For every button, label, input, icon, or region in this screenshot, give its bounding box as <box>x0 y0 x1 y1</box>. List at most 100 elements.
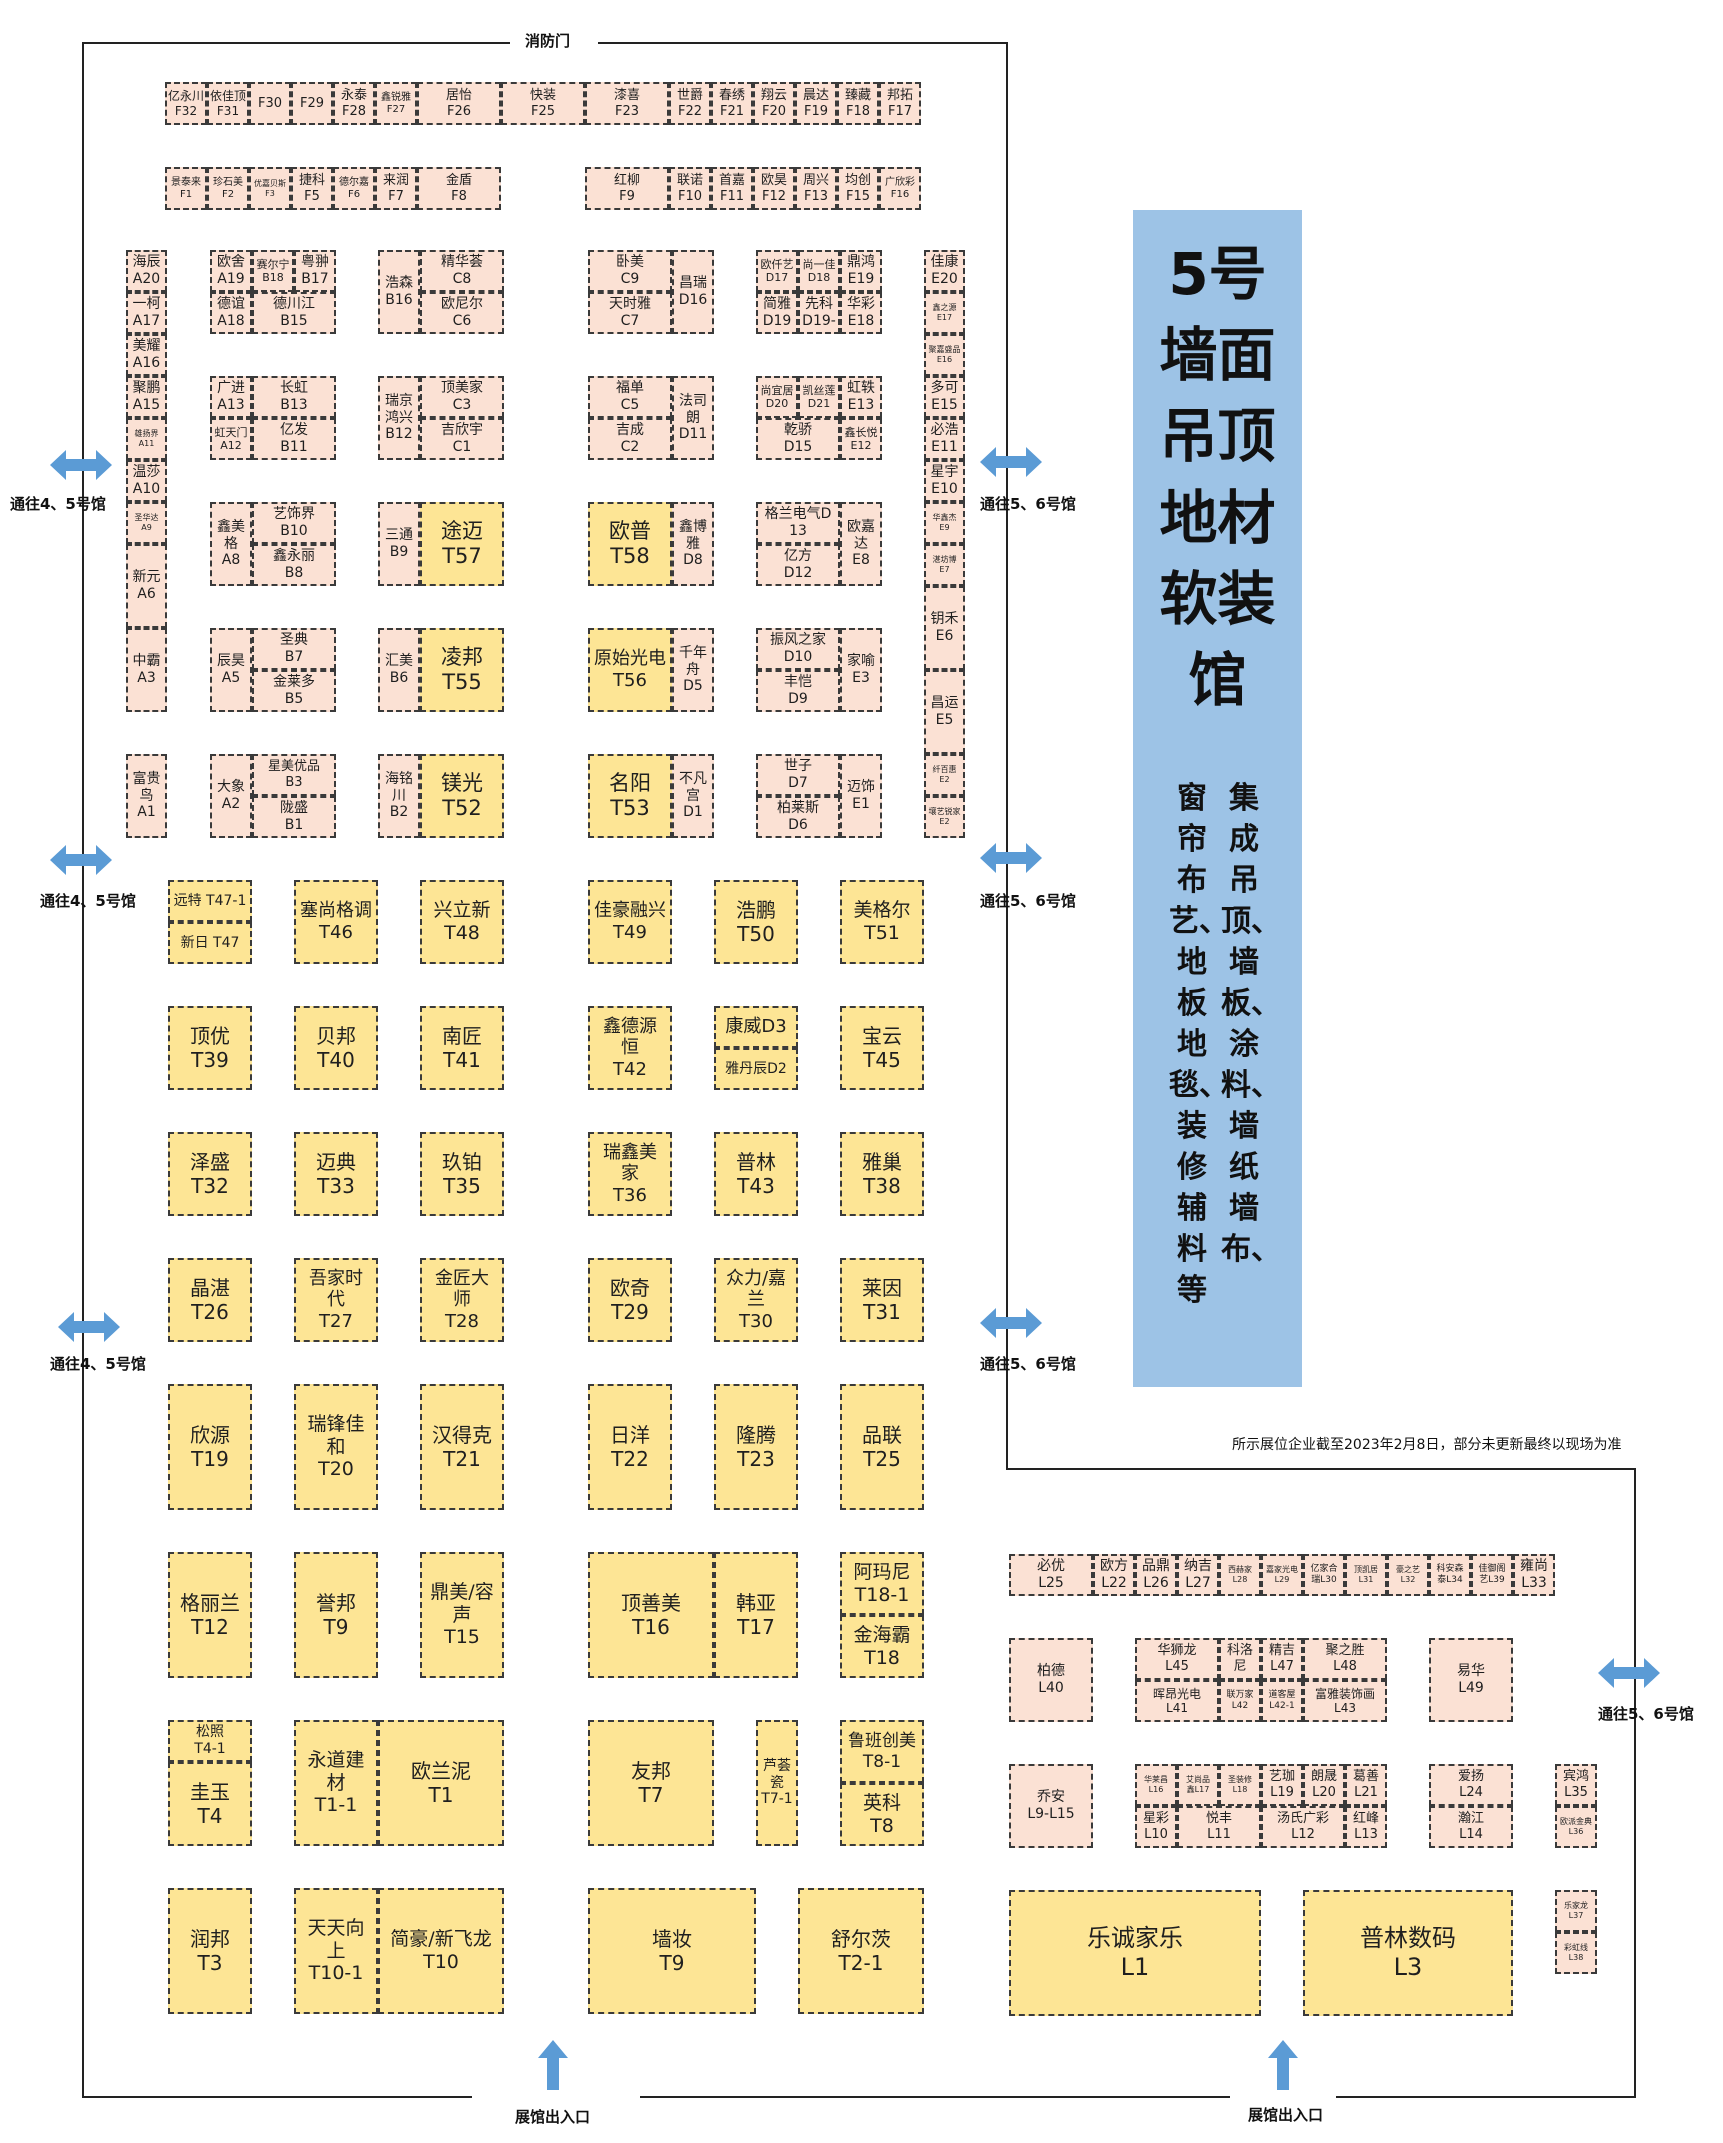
booth[interactable]: 新日 T47 <box>168 922 252 964</box>
booth[interactable]: 科洛尼 <box>1219 1638 1261 1680</box>
booth[interactable]: 艾尚品鑫L17 <box>1177 1764 1219 1806</box>
booth[interactable]: 康威D3 <box>714 1006 798 1048</box>
booth[interactable]: F29 <box>291 82 333 125</box>
booth[interactable]: 科安森泰L34 <box>1429 1554 1471 1596</box>
